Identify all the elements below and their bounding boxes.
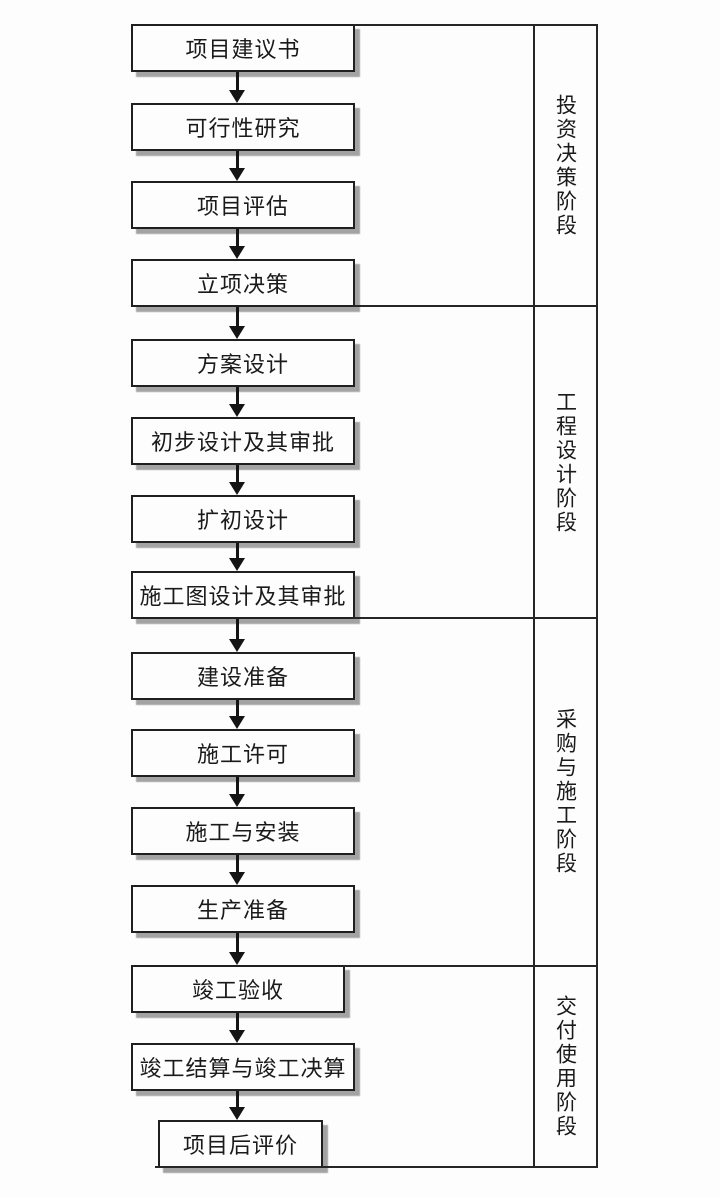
- arrow-down-icon: [229, 229, 245, 259]
- step-production-preparation: 生产准备: [131, 885, 355, 933]
- step-expanded-preliminary-design: 扩初设计: [131, 495, 355, 543]
- step-completion-acceptance: 竣工验收: [131, 965, 345, 1013]
- step-construction-permit: 施工许可: [131, 729, 355, 777]
- arrow-down-icon: [229, 933, 245, 965]
- step-feasibility-study: 可行性研究: [131, 103, 355, 151]
- phase-divider-3: [343, 965, 598, 967]
- step-schematic-design: 方案设计: [131, 339, 355, 387]
- arrow-down-icon: [229, 619, 245, 652]
- step-construction-preparation: 建设准备: [131, 652, 355, 700]
- step-construction-drawing-design-approval: 施工图设计及其审批: [131, 571, 355, 619]
- arrow-down-icon: [229, 387, 245, 417]
- arrow-down-icon: [229, 72, 245, 103]
- arrow-down-icon: [229, 777, 245, 807]
- phase-label-engineering-design: 工程设计阶段: [553, 391, 578, 535]
- arrow-down-icon: [229, 307, 245, 339]
- arrow-down-icon: [229, 543, 245, 571]
- step-completion-settlement-final-accounts: 竣工结算与竣工决算: [131, 1043, 355, 1091]
- phase-column-right-rule: [596, 24, 598, 1168]
- phase-column-left-rule: [533, 24, 535, 1168]
- phase-label-procurement-construction: 采购与施工阶段: [553, 708, 578, 876]
- arrow-down-icon: [229, 700, 245, 729]
- phase-divider-bottom: [155, 1166, 598, 1168]
- arrow-down-icon: [229, 465, 245, 495]
- phase-label-handover-use: 交付使用阶段: [553, 994, 578, 1139]
- step-post-project-evaluation: 项目后评价: [158, 1120, 323, 1168]
- step-project-approval-decision: 立项决策: [131, 259, 355, 307]
- step-preliminary-design-approval: 初步设计及其审批: [131, 417, 355, 465]
- arrow-down-icon: [229, 1013, 245, 1043]
- phase-divider-2: [353, 617, 598, 619]
- arrow-down-icon: [229, 855, 245, 885]
- step-project-proposal: 项目建议书: [131, 24, 355, 72]
- step-project-evaluation: 项目评估: [131, 181, 355, 229]
- phase-label-investment-decision: 投资决策阶段: [553, 93, 578, 238]
- phase-divider-top: [353, 24, 598, 26]
- arrow-down-icon: [229, 1091, 245, 1120]
- arrow-down-icon: [229, 151, 245, 181]
- step-construction-and-installation: 施工与安装: [131, 807, 355, 855]
- phase-divider-1: [353, 305, 598, 307]
